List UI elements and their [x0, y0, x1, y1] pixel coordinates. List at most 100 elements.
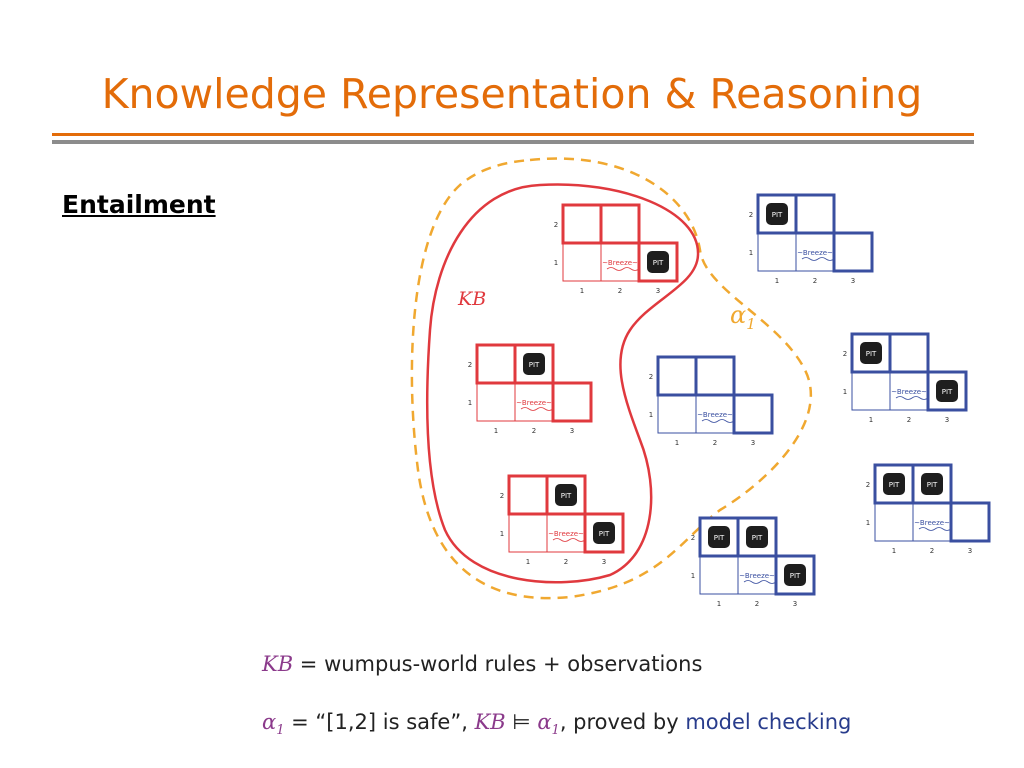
frontier-cell: [736, 516, 778, 558]
axis-tick-label: 1: [717, 600, 721, 608]
frontier-cell: [475, 343, 517, 385]
axis-tick-label: 3: [570, 427, 574, 435]
breeze-marker: ~Breeze~: [548, 530, 584, 538]
pit-label: PIT: [866, 350, 877, 358]
axis-tick-label: 2: [907, 416, 911, 424]
frontier-cell: [732, 393, 774, 435]
pit-label: PIT: [889, 481, 900, 489]
grid-cell: [657, 394, 697, 434]
pit-label: PIT: [653, 259, 664, 267]
model-grids: ~Breeze~ PIT 2 1 1 2 3 ~Breeze~ PIT 2 1 1 2 3 ~Breeze~…: [468, 193, 991, 608]
breeze-wave: [895, 396, 929, 400]
title-rule-gray: [52, 140, 974, 144]
grid-cell: [699, 555, 739, 595]
breeze-marker: ~Breeze~: [697, 411, 733, 419]
axis-tick-label: 2: [713, 439, 717, 447]
pit-label: PIT: [942, 388, 953, 396]
breeze-marker: ~Breeze~: [797, 249, 833, 257]
grid-cell: [695, 394, 735, 434]
axis-tick-label: 3: [602, 558, 606, 566]
entails-symbol: ⊨: [505, 710, 538, 734]
axis-tick-label: 3: [751, 439, 755, 447]
pit-label: PIT: [772, 211, 783, 219]
grid-cell: [546, 513, 586, 553]
pit-icon: [746, 526, 768, 548]
pit-icon: [593, 522, 615, 544]
alpha1-label: α1: [730, 301, 756, 333]
axis-tick-label: 1: [554, 259, 558, 267]
alpha1-boundary: [410, 157, 812, 600]
kb-boundary: [425, 183, 700, 584]
axis-tick-label: 3: [851, 277, 855, 285]
frontier-cell: [888, 332, 930, 374]
frontier-cell: [794, 193, 836, 235]
frontier-cell: [694, 355, 736, 397]
axis-tick-label: 1: [675, 439, 679, 447]
axis-tick-label: 1: [775, 277, 779, 285]
grid-cell: [874, 502, 914, 542]
axis-tick-label: 2: [554, 221, 558, 229]
axis-tick-label: 1: [691, 572, 695, 580]
axis-tick-label: 2: [813, 277, 817, 285]
breeze-marker: ~Breeze~: [739, 572, 775, 580]
kb-symbol: KB: [262, 652, 294, 676]
frontier-cell: [513, 343, 555, 385]
axis-tick-label: 3: [793, 600, 797, 608]
axis-tick-label: 2: [866, 481, 870, 489]
alpha1-symbol: α1: [262, 710, 285, 739]
pit-icon: [766, 203, 788, 225]
breeze-wave: [606, 267, 640, 271]
pit-label: PIT: [561, 492, 572, 500]
axis-tick-label: 3: [968, 547, 972, 555]
pit-label: PIT: [790, 572, 801, 580]
frontier-cell: [656, 355, 698, 397]
pit-icon: [883, 473, 905, 495]
breeze-marker: ~Breeze~: [914, 519, 950, 527]
axis-tick-label: 3: [945, 416, 949, 424]
caption-line-1: KB = wumpus-world rules + observations: [262, 652, 702, 676]
model-checking-link: model checking: [685, 710, 852, 734]
caption-line-2: α1 = “[1,2] is safe”, KB ⊨ α1, proved by…: [262, 710, 851, 738]
axis-tick-label: 2: [649, 373, 653, 381]
axis-tick-label: 1: [494, 427, 498, 435]
pit-icon: [921, 473, 943, 495]
axis-tick-label: 1: [869, 416, 873, 424]
frontier-cell: [507, 474, 549, 516]
pit-label: PIT: [714, 534, 725, 542]
grid-cell: [912, 502, 952, 542]
axis-tick-label: 1: [749, 249, 753, 257]
axis-tick-label: 1: [649, 411, 653, 419]
pit-label: PIT: [752, 534, 763, 542]
frontier-cell: [551, 381, 593, 423]
axis-tick-label: 1: [526, 558, 530, 566]
axis-tick-label: 1: [500, 530, 504, 538]
kb-symbol-2: KB: [474, 710, 506, 734]
frontier-cell: [926, 370, 968, 412]
axis-tick-label: 2: [468, 361, 472, 369]
axis-tick-label: 2: [500, 492, 504, 500]
caption-text-2: = “[1,2] is safe”,: [284, 710, 475, 734]
grid-cell: [508, 513, 548, 553]
grid-cell: [562, 242, 602, 282]
frontier-cell: [949, 501, 991, 543]
grid-cell: [476, 382, 516, 422]
frontier-cell: [774, 554, 816, 596]
pit-icon: [523, 353, 545, 375]
breeze-wave: [801, 257, 835, 261]
axis-tick-label: 1: [892, 547, 896, 555]
pit-icon: [708, 526, 730, 548]
axis-tick-label: 2: [749, 211, 753, 219]
axis-tick-label: 3: [656, 287, 660, 295]
breeze-marker: ~Breeze~: [516, 399, 552, 407]
grid-cell: [757, 232, 797, 272]
axis-tick-label: 1: [468, 399, 472, 407]
pit-icon: [936, 380, 958, 402]
axis-tick-label: 2: [755, 600, 759, 608]
pit-icon: [647, 251, 669, 273]
axis-tick-label: 2: [618, 287, 622, 295]
pit-label: PIT: [599, 530, 610, 538]
